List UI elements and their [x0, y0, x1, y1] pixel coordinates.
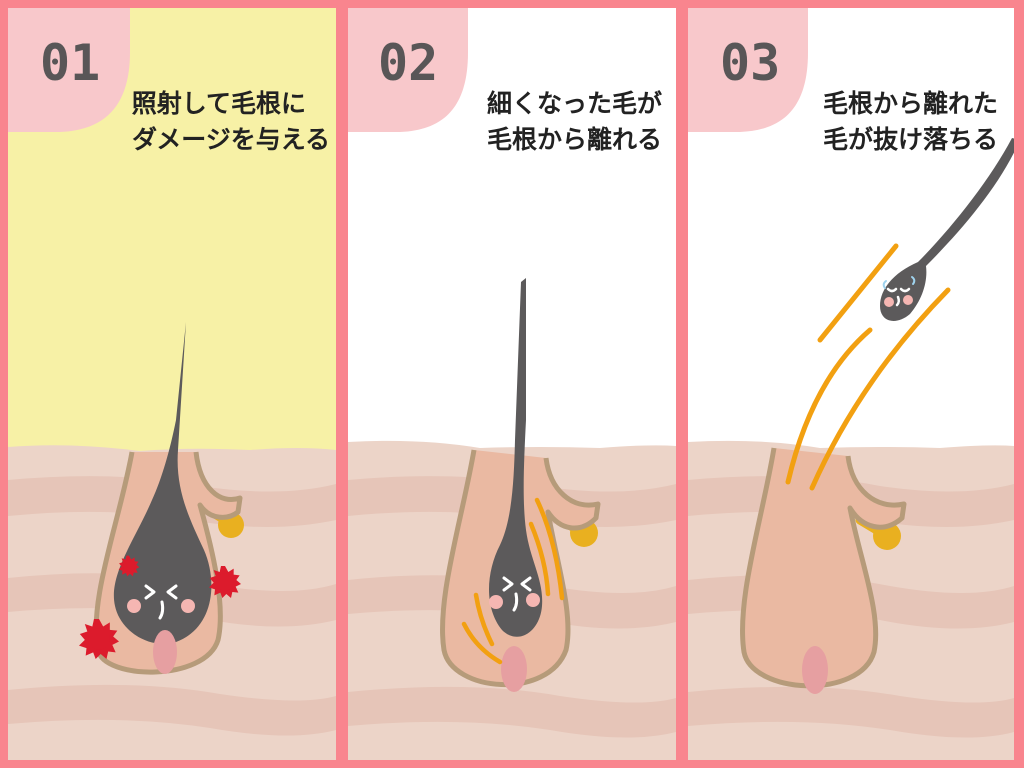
panel-2-hair [489, 278, 543, 637]
panel-3-energy-lines [785, 243, 951, 491]
panel-3-hair-face [882, 276, 916, 307]
panel-2-energy-line-4 [461, 621, 503, 665]
panel-3-papilla [802, 646, 828, 694]
panel-2-papilla [501, 646, 527, 692]
panel-3-eye-left [886, 287, 898, 293]
panel-1-caption-line-1: 照射して毛根に [132, 89, 306, 118]
panel-3-mouth [895, 295, 901, 307]
panel-1-number-tab [8, 8, 130, 132]
panel-divider-2 [676, 0, 688, 768]
panel-2-hair-face [489, 576, 540, 612]
panel-2-energy-line-1 [534, 497, 565, 601]
panel-3-energy-line-1 [817, 243, 899, 343]
panel-3-detached-hair [880, 138, 1014, 321]
panel-1-eye-right [166, 584, 178, 600]
panel-2-caption-line-1: 細くなった毛が [487, 89, 662, 118]
panel-3-cheek-right [903, 295, 913, 305]
panel-3-number-tab [688, 8, 808, 132]
panel-3-energy-line-3 [809, 287, 951, 491]
panel-3-caption-line-1: 毛根から離れた [823, 89, 998, 118]
panel-1-cheek-right [181, 599, 195, 613]
panel-1-caption-line-2: ダメージを与える [132, 125, 330, 154]
panel-1-step-number: 01 [40, 34, 100, 92]
panel-1: 01 照射して毛根に ダメージを与える [8, 8, 336, 760]
panel-1-hair [113, 322, 212, 644]
panel-3-tear-right [911, 276, 916, 285]
panel-2-mouth [512, 592, 519, 612]
panel-1-eye-left [144, 584, 156, 600]
panel-2-eye-left [502, 576, 514, 592]
panel-2-cheek-left [489, 595, 503, 609]
panel-2: 02 細くなった毛が 毛根から離れる [348, 8, 676, 760]
panel-2-caption-line-2: 毛根から離れる [487, 125, 662, 154]
panel-3-energy-line-2 [785, 327, 873, 485]
panel-3: 03 毛根から離れた 毛が抜け落ちる [688, 8, 1014, 760]
panel-2-energy-lines [461, 497, 565, 665]
panel-1-papilla [153, 630, 177, 674]
panel-3-eye-right [899, 287, 911, 293]
panel-3-tear-left [882, 280, 887, 289]
panel-2-energy-line-2 [528, 521, 551, 597]
panel-2-energy-line-3 [473, 592, 495, 647]
panel-2-cheek-right [526, 593, 540, 607]
panel-3-cheek-left [884, 297, 894, 307]
panel-1-cheek-left [127, 599, 141, 613]
panel-1-hair-face [127, 584, 195, 620]
panel-divider-1 [336, 0, 348, 768]
panel-2-number-tab [348, 8, 468, 132]
panel-3-caption-line-2: 毛が抜け落ちる [823, 125, 998, 154]
panel-2-eye-right [520, 576, 532, 592]
panel-2-step-number: 02 [378, 34, 438, 92]
panel-3-follicle [740, 447, 907, 689]
panel-3-step-number: 03 [720, 34, 780, 92]
panel-1-mouth [158, 600, 165, 620]
